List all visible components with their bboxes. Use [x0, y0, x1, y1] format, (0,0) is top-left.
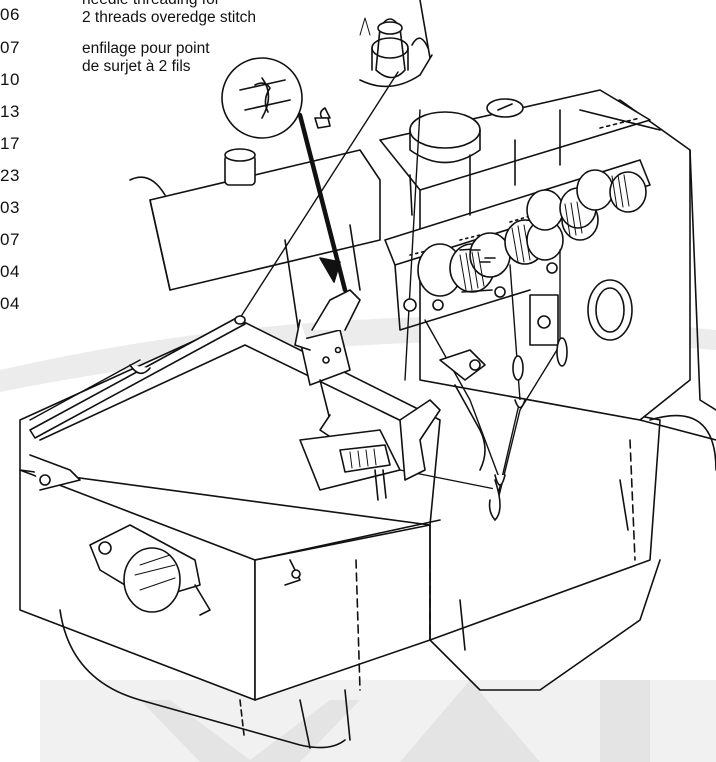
- thread-guides: [403, 262, 568, 486]
- caption-french-line1: enfilage pour point: [82, 40, 210, 57]
- page-number: 23: [0, 166, 20, 185]
- knob-ridges: [459, 174, 630, 291]
- page-number: 17: [0, 134, 20, 153]
- page-number: 07: [0, 230, 20, 249]
- looper: [399, 349, 501, 521]
- page-number: 10: [0, 70, 20, 89]
- page-number: 07: [0, 38, 20, 57]
- magnifier-inset: [221, 57, 348, 293]
- needle-arrow-icon: [319, 257, 341, 283]
- thread-stand: [359, 0, 433, 88]
- page-number: 03: [0, 198, 20, 217]
- guide-rod: [29, 315, 246, 439]
- front-tension: [29, 454, 301, 616]
- caption-english-line2: 2 threads overedge stitch: [82, 9, 257, 26]
- page-number: 06: [0, 5, 20, 24]
- throat-plate: [299, 429, 401, 501]
- page-number: 04: [0, 262, 20, 281]
- caption-english-line1: needle threading for: [82, 0, 220, 9]
- needle-assembly: [284, 224, 361, 441]
- caption-french-line2: de surjet à 2 fils: [82, 58, 191, 75]
- small-knob: [314, 117, 331, 129]
- page-number: 04: [0, 294, 20, 313]
- page-number: 13: [0, 102, 20, 121]
- left-cover: [129, 148, 381, 291]
